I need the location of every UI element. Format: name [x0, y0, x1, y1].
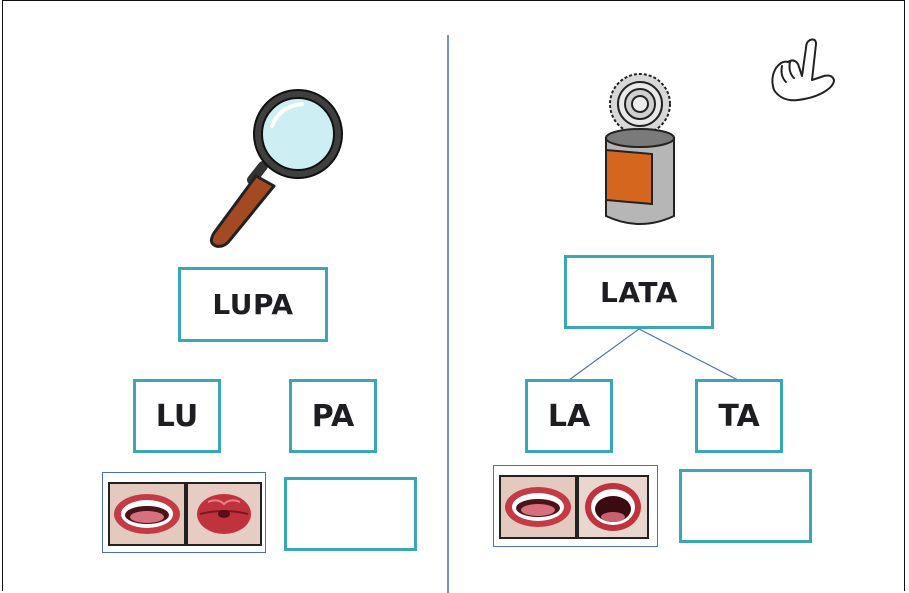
word-box-right: LATA [564, 255, 714, 329]
mouth-pictures-left [102, 472, 266, 553]
open-mouth-tongue-picture [499, 475, 577, 539]
syllable-label: PA [311, 398, 355, 434]
syllable-label: TA [718, 398, 760, 434]
pursed-lips-icon [188, 484, 260, 544]
syllable-box: TA [695, 379, 783, 453]
syllable-box: PA [289, 379, 377, 453]
syllable-box: LA [525, 379, 613, 453]
answer-box-right[interactable] [679, 469, 812, 543]
pursed-lips-picture [186, 482, 262, 546]
page-divider [447, 35, 449, 593]
syllable-label: LU [155, 398, 199, 434]
answer-box-left[interactable] [284, 477, 417, 551]
magnifying-glass-icon [209, 89, 343, 248]
wide-open-mouth-picture [577, 475, 649, 539]
hand-gesture-icon [771, 38, 835, 102]
syllable-label: LA [547, 398, 591, 434]
word-label: LUPA [212, 288, 294, 321]
open-mouth-tongue-picture [108, 482, 186, 546]
mouth-pictures-right [493, 465, 658, 547]
syllable-box: LU [133, 379, 221, 453]
word-label: LATA [600, 275, 678, 309]
tin-can-icon [605, 73, 675, 225]
wide-open-mouth-icon [579, 477, 647, 537]
open-mouth-tongue-icon [110, 484, 184, 544]
word-box-left: LUPA [178, 267, 328, 342]
open-mouth-tongue-icon [501, 477, 575, 537]
